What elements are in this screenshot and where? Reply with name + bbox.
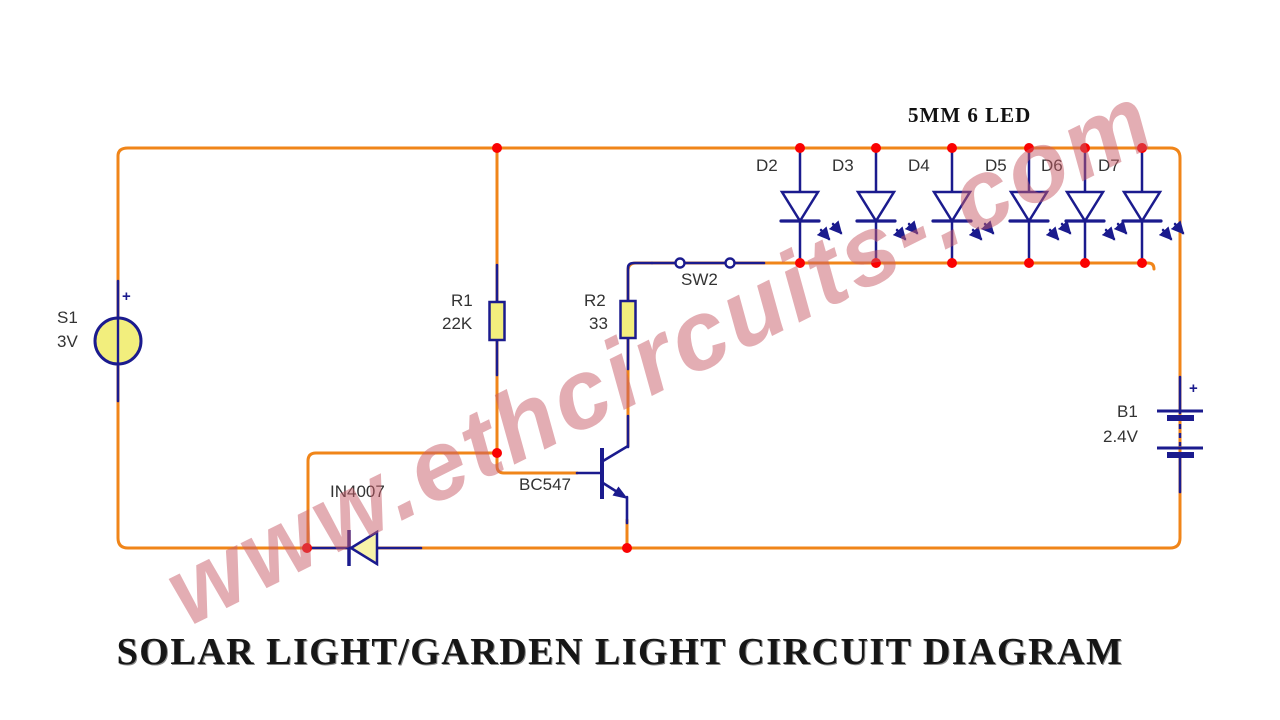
led-d3 [855, 146, 919, 265]
junction-dot [1137, 258, 1147, 268]
battery-plus-sign: + [1189, 380, 1198, 397]
led-d4 [931, 146, 995, 265]
led-triangle [1064, 190, 1106, 224]
r2-value-label: 33 [589, 314, 608, 333]
led-emission-arrow [1113, 220, 1128, 235]
junction-dot [947, 258, 957, 268]
led-triangle [1008, 190, 1050, 224]
r2-ref-label: R2 [584, 291, 606, 310]
battery-value-label: 2.4V [1103, 427, 1138, 446]
r2-top-lead [626, 261, 654, 306]
led-emission-arrow [892, 226, 907, 241]
resistor-r2-body [619, 299, 637, 340]
led-emission-arrow [980, 220, 995, 235]
led-emission-arrow [1158, 226, 1173, 241]
outer-loop-wire [116, 146, 1182, 550]
junction-dot [1080, 143, 1090, 153]
junction-dot [1024, 258, 1034, 268]
junction-dot [1080, 258, 1090, 268]
switch-symbol [674, 257, 736, 269]
led-triangle [1121, 190, 1163, 224]
junction-dot [492, 143, 502, 153]
led-d4-label: D4 [908, 156, 930, 175]
led-bank-heading: 5MM 6 LED [908, 103, 1032, 127]
led-triangle [855, 190, 897, 224]
switch-contact-right [724, 257, 736, 269]
junction-dot [795, 258, 805, 268]
leads-navy [116, 261, 1182, 550]
junction-dot [871, 258, 881, 268]
page-title: SOLAR LIGHT/GARDEN LIGHT CIRCUIT DIAGRAM [116, 631, 1124, 673]
led-emission-arrow [1170, 220, 1185, 235]
solar-cell-plus-sign: + [122, 288, 131, 305]
led-d6-label: D6 [1041, 156, 1063, 175]
junction-dots [302, 143, 1147, 553]
led-triangle [931, 190, 973, 224]
led-d3-label: D3 [832, 156, 854, 175]
diode-ref-label: IN4007 [330, 482, 385, 501]
transistor-emitter-arrow [612, 486, 628, 499]
diode-symbol [347, 529, 379, 567]
base-jog-wire [495, 451, 579, 475]
led-triangle [779, 190, 821, 224]
led-bank [779, 146, 1185, 265]
junction-dot [1137, 143, 1147, 153]
led-d2-label: D2 [756, 156, 778, 175]
led-d5-label: D5 [985, 156, 1007, 175]
led-d7 [1121, 146, 1185, 265]
solar-cell-value-label: 3V [57, 332, 78, 351]
resistor-r1-body [488, 300, 506, 342]
led-emission-arrow [1101, 226, 1116, 241]
junction-dot [947, 143, 957, 153]
junction-dot [302, 543, 312, 553]
led-emission-arrow [904, 220, 919, 235]
base-loop-wire [306, 451, 499, 550]
led-emission-arrow [816, 226, 831, 241]
led-emission-arrow [1057, 220, 1072, 235]
battery-symbol [1157, 409, 1203, 458]
transistor-collector-line [602, 444, 629, 463]
junction-dot [492, 448, 502, 458]
solar-cell-ref-label: S1 [57, 308, 78, 327]
r1-ref-label: R1 [451, 291, 473, 310]
led-emission-arrow [1045, 226, 1060, 241]
solar-cell-symbol [93, 316, 143, 366]
led-d2 [779, 146, 843, 265]
junction-dot [1024, 143, 1034, 153]
r1-value-label: 22K [442, 314, 473, 333]
led-emission-arrow [968, 226, 983, 241]
led-d5 [1008, 146, 1072, 265]
junction-dot [871, 143, 881, 153]
led-d6 [1064, 146, 1128, 265]
diode-triangle [348, 529, 379, 567]
junction-dot [622, 543, 632, 553]
r2-led-rail-wire [626, 261, 1156, 448]
led-emission-arrow [828, 220, 843, 235]
switch-contact-left [674, 257, 686, 269]
transistor-ref-label: BC547 [519, 475, 571, 494]
junction-dot [795, 143, 805, 153]
switch-ref-label: SW2 [681, 270, 718, 289]
transistor-symbol [600, 444, 629, 499]
led-d7-label: D7 [1098, 156, 1120, 175]
battery-ref-label: B1 [1117, 402, 1138, 421]
